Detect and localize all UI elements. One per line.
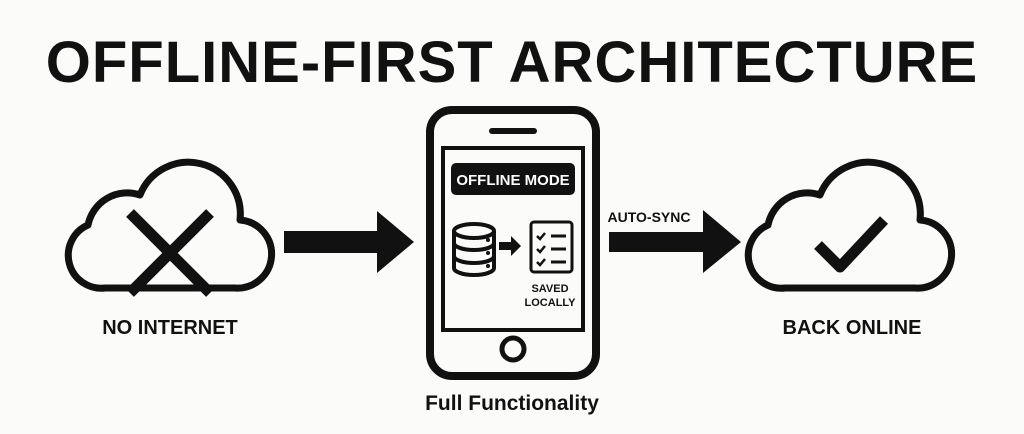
small-arrow-icon bbox=[499, 236, 521, 256]
cloud-check-icon bbox=[744, 158, 956, 292]
back-online-label: BACK ONLINE bbox=[783, 317, 922, 339]
no-internet-label: NO INTERNET bbox=[102, 317, 238, 339]
locally-label: LOCALLY bbox=[525, 297, 577, 309]
cloud-x-icon bbox=[64, 158, 276, 297]
full-functionality-caption: Full Functionality bbox=[425, 392, 599, 415]
offline-mode-badge bbox=[451, 163, 575, 195]
arrow-right-icon bbox=[284, 211, 414, 273]
database-icon bbox=[452, 222, 496, 277]
saved-label: SAVED bbox=[531, 283, 568, 295]
auto-sync-label: AUTO-SYNC bbox=[608, 209, 691, 225]
checklist-icon bbox=[529, 220, 574, 274]
page-title: OFFLINE-FIRST ARCHITECTURE bbox=[46, 30, 978, 95]
offline-mode-label: OFFLINE MODE bbox=[456, 172, 569, 189]
sync-arrow-icon bbox=[609, 210, 741, 273]
phone-icon bbox=[426, 106, 600, 380]
